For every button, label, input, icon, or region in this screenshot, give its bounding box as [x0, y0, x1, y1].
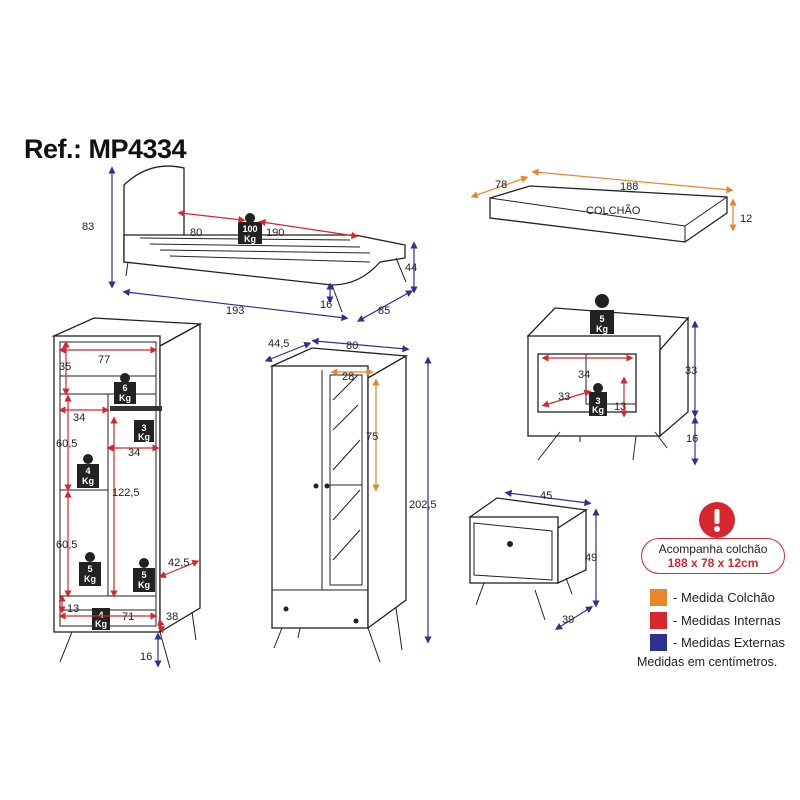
ws-drawer-depth-label: 38 [166, 611, 178, 623]
legend-swatch-orange [650, 589, 667, 606]
wd-height-label: 202,5 [409, 499, 437, 511]
weight-3: 3 [141, 423, 146, 433]
ns-drawer-height-label: 13 [614, 401, 626, 413]
mattress-included-notice: Acompanha colchão 188 x 78 x 12cm [641, 538, 785, 574]
legend-label: - Medidas Internas [673, 613, 781, 628]
wardrobe-weight-tags: 6 Kg 3 Kg 4 Kg 5 Kg 5 Kg 4 Kg [77, 373, 155, 630]
wardrobe-open-drawing: 6 Kg 3 Kg 4 Kg 5 Kg 5 Kg 4 Kg 77 [51, 317, 203, 669]
wd-mirror-height-label: 75 [366, 431, 378, 443]
weight-4a-unit: Kg [82, 476, 94, 486]
ws-shelf-width-label: 34 [73, 412, 85, 424]
legend-swatch-blue [650, 634, 667, 651]
weight-6-unit: Kg [119, 393, 131, 403]
reference-title: Ref.: MP4334 [24, 134, 187, 164]
bed-weight-value: 100 [242, 224, 257, 234]
weight-5a-unit: Kg [84, 574, 96, 584]
sn-depth-label: 39 [562, 614, 574, 626]
ns-drawer-depth-label: 33 [558, 391, 570, 403]
legend-label: - Medida Colchão [673, 590, 775, 605]
sn-height-label: 49 [585, 552, 597, 564]
wardrobe-drawing: 44,5 80 28 75 202,5 [264, 337, 437, 663]
weight-5b-unit: Kg [138, 580, 150, 590]
mattress-name: COLCHÃO [586, 204, 641, 217]
bed-width-label: 80 [190, 227, 202, 239]
bed-ext-length-label: 193 [226, 305, 244, 317]
weight-4a: 4 [85, 466, 90, 476]
units-footnote: Medidas em centímetros. [637, 655, 778, 669]
sn-width-label: 45 [540, 490, 552, 502]
nightstand-drawing: 5 Kg 3 Kg 34 33 13 33 16 [526, 294, 699, 466]
mattress-height-label: 12 [740, 213, 752, 225]
ws-drawer-height-label: 13 [67, 603, 79, 615]
ws-left-low-height-label: 60,5 [56, 539, 77, 551]
ns-top-weight: 5 [599, 314, 604, 324]
ws-right-height-label: 122,5 [112, 487, 140, 499]
mattress-width-label: 78 [495, 179, 507, 191]
ws-leg-label: 16 [140, 651, 152, 663]
wd-depth-label: 44,5 [268, 338, 289, 350]
warning-icon [699, 502, 735, 538]
bed-drawing: 100 Kg 83 80 190 193 16 85 44 [82, 165, 418, 322]
ws-left-height-label: 60,5 [56, 438, 77, 450]
notice-line-2: 188 x 78 x 12cm [667, 556, 759, 570]
bed-ext-width-label: 85 [378, 305, 390, 317]
weight-4b-unit: Kg [95, 619, 107, 629]
ns-drawer-width-label: 34 [578, 369, 590, 381]
bed-leg-label: 16 [320, 299, 332, 311]
bed-weight-unit: Kg [244, 234, 256, 244]
ns-drawer-weight-unit: Kg [592, 405, 604, 415]
weight-5a: 5 [87, 564, 92, 574]
weight-3-unit: Kg [138, 432, 150, 442]
notice-line-1: Acompanha colchão [658, 542, 768, 556]
small-nightstand-drawing: 45 49 39 [468, 489, 600, 630]
ns-drawer-weight: 3 [595, 396, 600, 406]
ws-rod-width-label: 34 [128, 447, 140, 459]
bed-height-label: 83 [82, 221, 94, 233]
mattress-length-label: 188 [620, 181, 638, 193]
ns-top-weight-unit: Kg [596, 324, 608, 334]
ws-side-depth-label: 42,5 [168, 557, 189, 569]
weight-5b: 5 [141, 570, 146, 580]
ws-int-width-label: 77 [98, 354, 110, 366]
mattress-drawing: COLCHÃO 78 188 12 [470, 168, 752, 243]
ns-height-label: 33 [685, 365, 697, 377]
ns-leg-label: 16 [686, 433, 698, 445]
legend-item-external: - Medidas Externas [650, 634, 785, 651]
legend-item-internal: - Medidas Internas [650, 612, 781, 629]
bed-frame-height-label: 44 [405, 262, 417, 274]
weight-6: 6 [122, 383, 127, 393]
wd-mirror-width-label: 28 [342, 371, 354, 383]
legend-item-mattress: - Medida Colchão [650, 589, 775, 606]
ws-top-height-label: 35 [59, 361, 71, 373]
bed-length-label: 190 [266, 227, 284, 239]
legend-label: - Medidas Externas [673, 635, 785, 650]
wd-width-label: 80 [346, 340, 358, 352]
legend-swatch-red [650, 612, 667, 629]
ws-drawer-width-label: 71 [122, 611, 134, 623]
